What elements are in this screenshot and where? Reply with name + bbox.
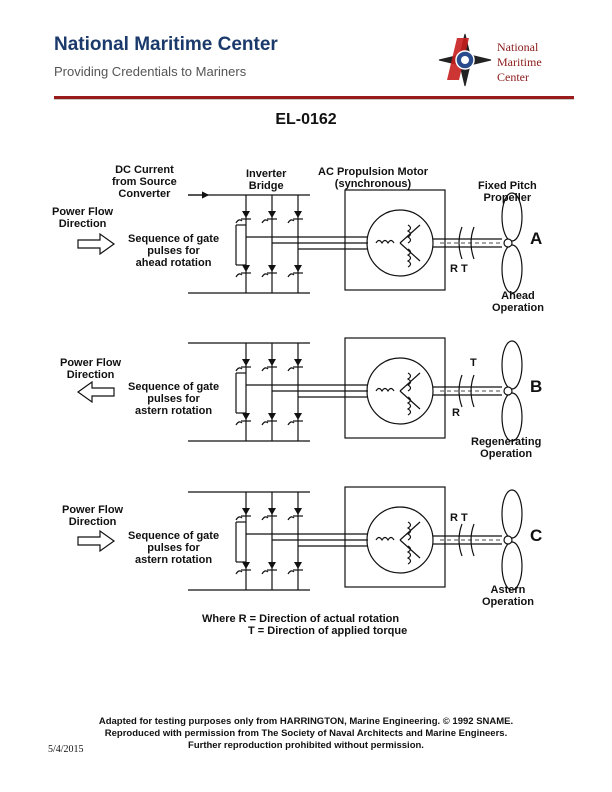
org-title: National Maritime Center [54, 34, 278, 55]
panel-c [77, 486, 523, 591]
rt-label-a: R T [450, 263, 468, 275]
header-rule [54, 96, 574, 99]
compass-logo-icon [438, 33, 492, 87]
document-id: EL-0162 [275, 111, 337, 128]
rt-label-c: R T [450, 512, 468, 524]
dc-current-label: DC Current from Source Converter [112, 164, 177, 200]
panel-letter-b: B [530, 377, 543, 396]
header-rule-shadow [54, 99, 574, 100]
t-label-b: T [470, 357, 477, 369]
panel-b [76, 337, 523, 442]
org-tagline: Providing Credentials to Mariners [54, 64, 247, 79]
legend-r: Where R = Direction of actual rotation [202, 613, 400, 625]
panel-letter-a: A [530, 229, 543, 248]
inverter-bridge-label: Inverter Bridge [246, 168, 287, 192]
document-date: 5/4/2015 [48, 744, 84, 755]
panel-a [77, 189, 523, 294]
legend-t: T = Direction of applied torque [248, 625, 408, 637]
motor-label: AC Propulsion Motor (synchronous) [318, 166, 428, 190]
r-label-b: R [452, 407, 460, 419]
panel-letter-c: C [530, 526, 543, 545]
logo-text: National Maritime Center [497, 40, 542, 84]
footer-credits: Adapted for testing purposes only from H… [98, 716, 514, 751]
